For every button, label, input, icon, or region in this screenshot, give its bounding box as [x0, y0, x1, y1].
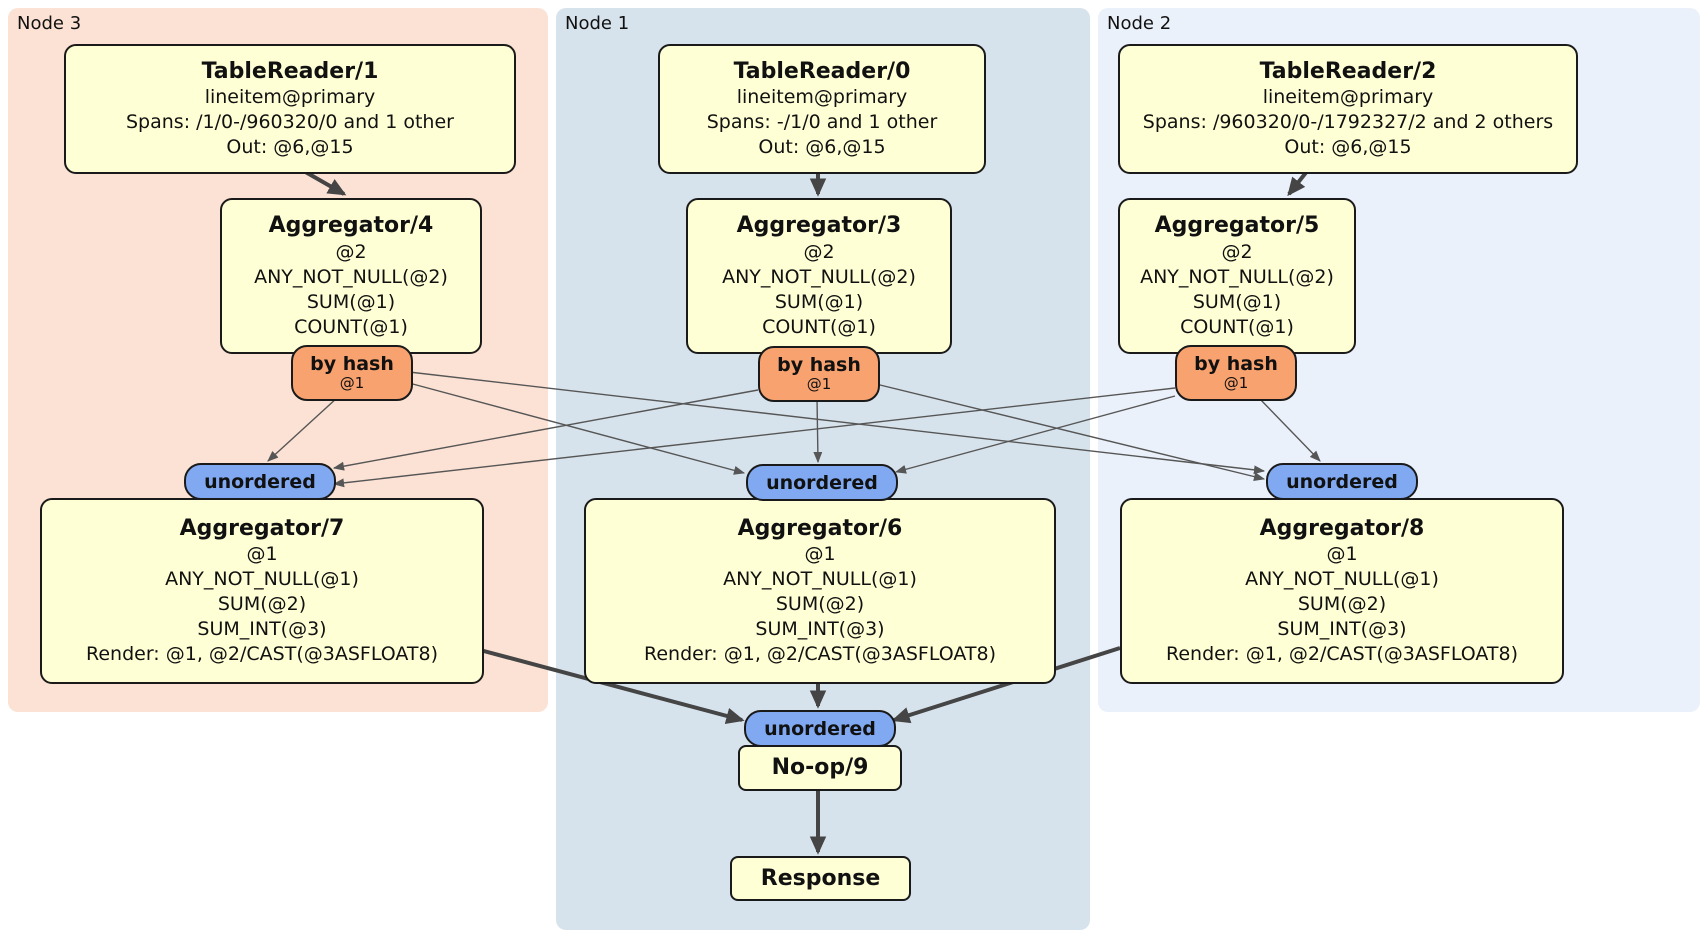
processor-aggregator-7: Aggregator/7 @1 ANY_NOT_NULL(@1) SUM(@2)…: [40, 498, 484, 684]
router-detail: @1: [339, 374, 365, 393]
processor-detail: @2: [1221, 240, 1253, 263]
processor-detail: ANY_NOT_NULL(@1): [165, 568, 359, 591]
stream-unordered-node1: unordered: [746, 464, 898, 501]
processor-title: Aggregator/7: [179, 515, 345, 541]
processor-title: Aggregator/8: [1259, 515, 1425, 541]
processor-detail: @1: [804, 543, 836, 566]
processor-title: TableReader/1: [201, 58, 379, 84]
processor-title: Aggregator/4: [268, 213, 434, 239]
processor-title: Response: [760, 865, 881, 891]
processor-detail: SUM_INT(@3): [197, 618, 327, 641]
processor-detail: ANY_NOT_NULL(@2): [1140, 265, 1334, 288]
processor-detail: SUM(@2): [775, 593, 865, 616]
processor-detail: SUM(@2): [217, 593, 307, 616]
processor-title: Aggregator/6: [737, 515, 903, 541]
processor-detail: ANY_NOT_NULL(@2): [254, 265, 448, 288]
processor-detail: Out: @6,@15: [758, 136, 886, 159]
processor-title: Aggregator/5: [1154, 213, 1320, 239]
processor-detail: Spans: -/1/0 and 1 other: [706, 111, 938, 134]
processor-detail: Out: @6,@15: [226, 136, 354, 159]
processor-tablereader-2: TableReader/2 lineitem@primary Spans: /9…: [1118, 44, 1578, 174]
stream-label: unordered: [764, 717, 876, 740]
node-region-label: Node 2: [1107, 13, 1172, 34]
processor-detail: @1: [1326, 543, 1358, 566]
node-region-label: Node 3: [17, 13, 82, 34]
processor-aggregator-5: Aggregator/5 @2 ANY_NOT_NULL(@2) SUM(@1)…: [1118, 198, 1356, 354]
processor-detail: ANY_NOT_NULL(@2): [722, 265, 916, 288]
processor-detail: @2: [335, 240, 367, 263]
router-detail: @1: [1223, 374, 1249, 393]
processor-aggregator-8: Aggregator/8 @1 ANY_NOT_NULL(@1) SUM(@2)…: [1120, 498, 1564, 684]
router-label: by hash: [1194, 352, 1278, 375]
processor-detail: ANY_NOT_NULL(@1): [723, 568, 917, 591]
router-by-hash-node2: by hash @1: [1175, 345, 1297, 401]
processor-tablereader-0: TableReader/0 lineitem@primary Spans: -/…: [658, 44, 986, 174]
processor-title: No-op/9: [771, 755, 869, 781]
processor-detail: @2: [803, 240, 835, 263]
processor-detail: COUNT(@1): [1180, 315, 1294, 338]
processor-aggregator-3: Aggregator/3 @2 ANY_NOT_NULL(@2) SUM(@1)…: [686, 198, 952, 354]
flow-edges: [301, 168, 1310, 855]
processor-detail: Render: @1, @2/CAST(@3ASFLOAT8): [86, 643, 438, 666]
processor-detail: Spans: /960320/0-/1792327/2 and 2 others: [1142, 111, 1554, 134]
router-label: by hash: [310, 352, 394, 375]
processor-detail: SUM_INT(@3): [1277, 618, 1407, 641]
processor-detail: Spans: /1/0-/960320/0 and 1 other: [126, 111, 454, 134]
processor-detail: SUM(@2): [1297, 593, 1387, 616]
router-by-hash-node3: by hash @1: [291, 345, 413, 401]
processor-detail: lineitem@primary: [1262, 86, 1434, 109]
processor-detail: SUM_INT(@3): [755, 618, 885, 641]
stream-label: unordered: [766, 471, 878, 494]
processor-title: TableReader/0: [733, 58, 911, 84]
stream-unordered-node2: unordered: [1266, 463, 1418, 500]
processor-detail: SUM(@1): [1192, 290, 1282, 313]
stream-unordered-final: unordered: [744, 710, 896, 747]
processor-aggregator-4: Aggregator/4 @2 ANY_NOT_NULL(@2) SUM(@1)…: [220, 198, 482, 354]
router-label: by hash: [777, 353, 861, 376]
processor-detail: COUNT(@1): [762, 315, 876, 338]
processor-detail: COUNT(@1): [294, 315, 408, 338]
stream-label: unordered: [204, 470, 316, 493]
processor-detail: SUM(@1): [774, 290, 864, 313]
hash-to-stream-edges: [267, 371, 1321, 488]
processor-title: TableReader/2: [1259, 58, 1437, 84]
processor-response: Response: [730, 856, 911, 901]
processor-detail: ANY_NOT_NULL(@1): [1245, 568, 1439, 591]
stream-label: unordered: [1286, 470, 1398, 493]
processor-tablereader-1: TableReader/1 lineitem@primary Spans: /1…: [64, 44, 516, 174]
processor-title: Aggregator/3: [736, 213, 902, 239]
processor-detail: @1: [246, 543, 278, 566]
node-region-label: Node 1: [565, 13, 630, 34]
processor-detail: Out: @6,@15: [1284, 136, 1412, 159]
router-detail: @1: [806, 375, 832, 394]
processor-aggregator-6: Aggregator/6 @1 ANY_NOT_NULL(@1) SUM(@2)…: [584, 498, 1056, 684]
processor-detail: lineitem@primary: [736, 86, 908, 109]
router-by-hash-node1: by hash @1: [758, 346, 880, 402]
processor-detail: Render: @1, @2/CAST(@3ASFLOAT8): [1166, 643, 1518, 666]
processor-noop-9: No-op/9: [738, 745, 902, 791]
processor-detail: Render: @1, @2/CAST(@3ASFLOAT8): [644, 643, 996, 666]
processor-detail: lineitem@primary: [204, 86, 376, 109]
processor-detail: SUM(@1): [306, 290, 396, 313]
stream-unordered-node3: unordered: [184, 463, 336, 500]
